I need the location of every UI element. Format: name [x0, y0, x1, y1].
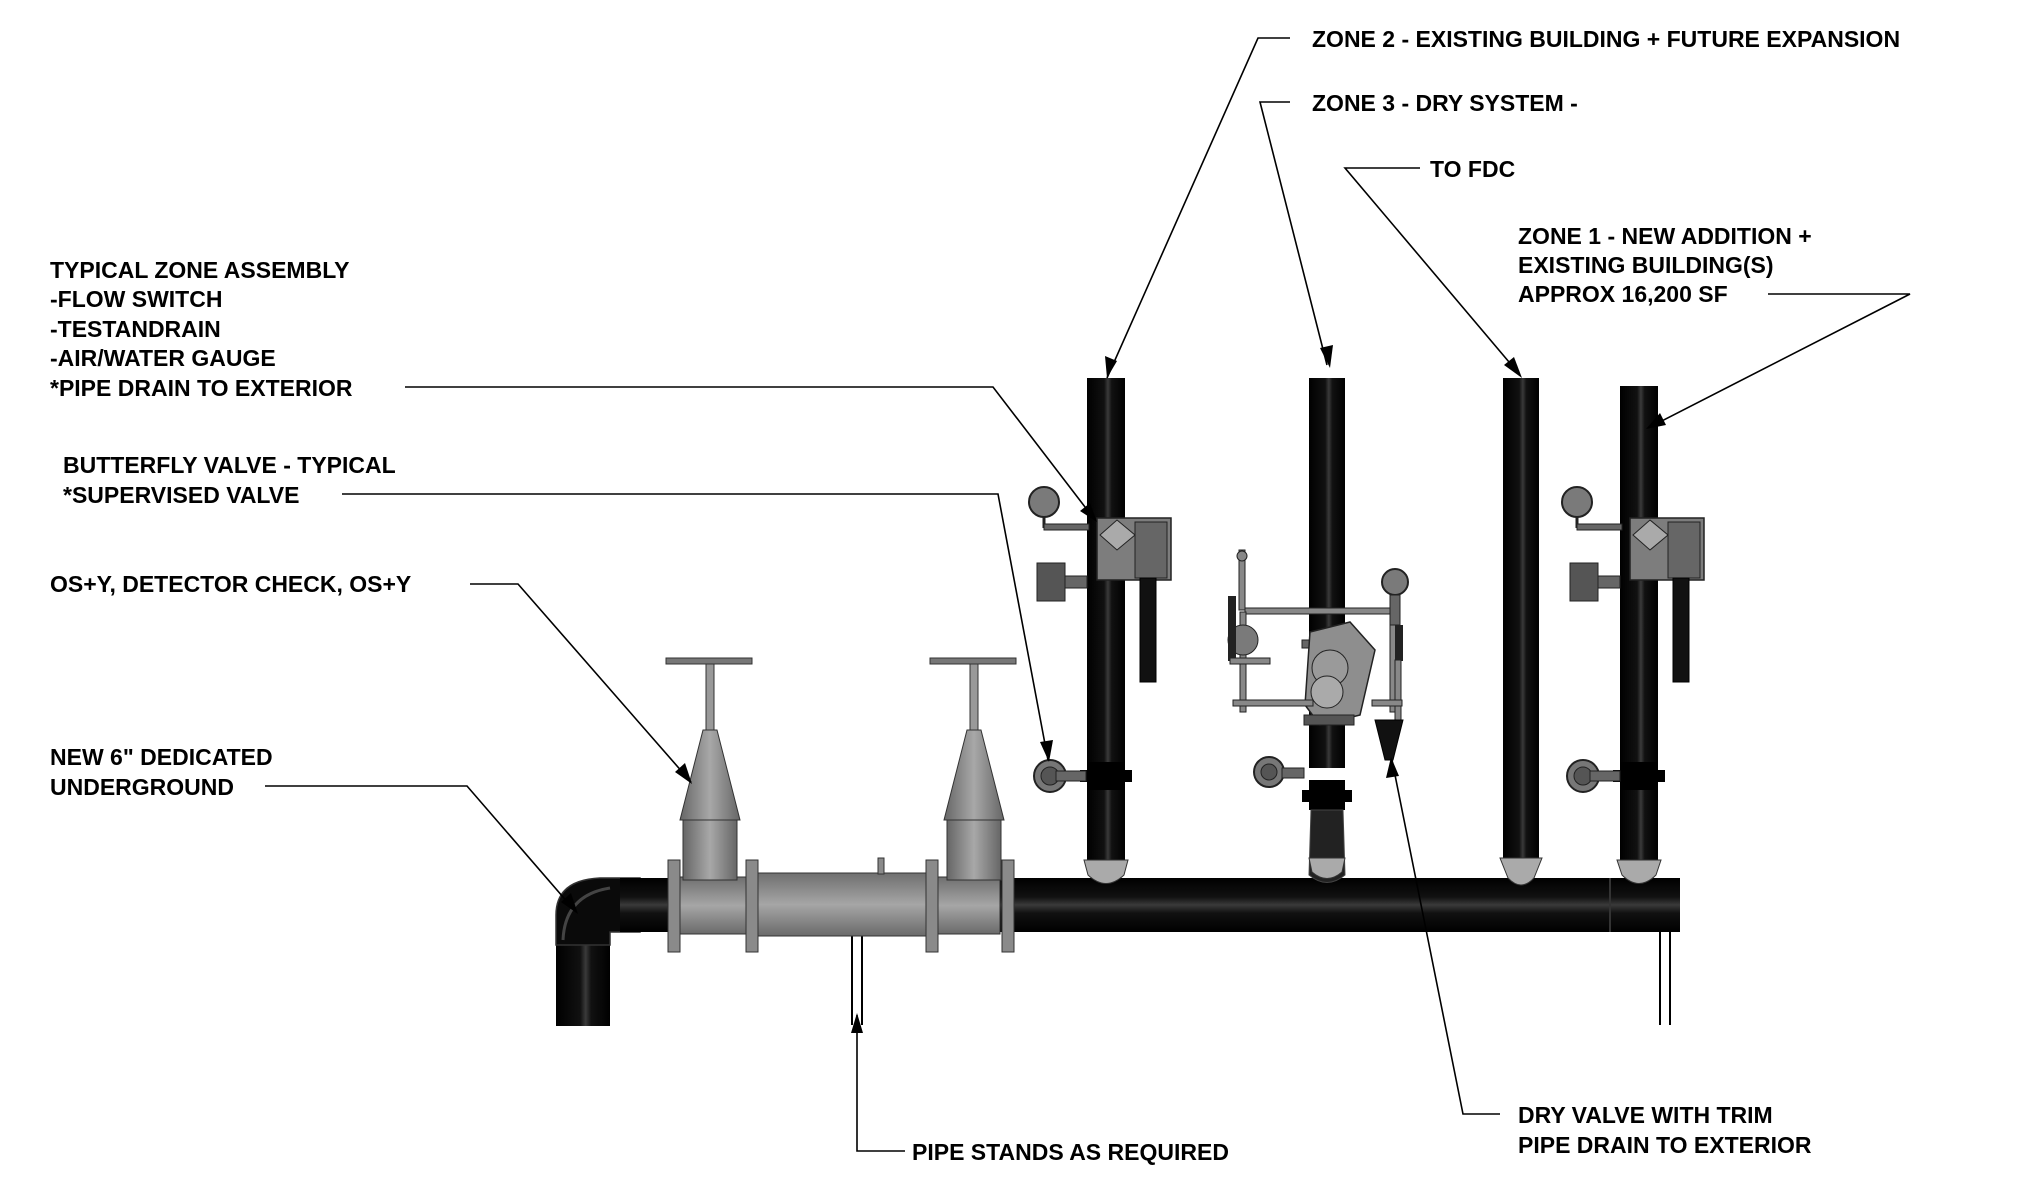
pipe-stands — [851, 932, 1671, 1025]
label-typical-zone-line5: *PIPE DRAIN TO EXTERIOR — [50, 375, 353, 401]
label-zone1-line1: ZONE 1 - NEW ADDITION + — [1518, 223, 1812, 249]
label-osy: OS+Y, DETECTOR CHECK, OS+Y — [50, 571, 411, 597]
fdc-riser — [1499, 378, 1543, 886]
label-typical-zone-line3: -TESTANDRAIN — [50, 316, 221, 342]
label-typical-zone-line4: -AIR/WATER GAUGE — [50, 345, 276, 371]
label-underground-line1: NEW 6" DEDICATED — [50, 744, 273, 770]
leader-typical-zone — [405, 386, 1097, 522]
label-butterfly-line1: BUTTERFLY VALVE - TYPICAL — [63, 452, 396, 478]
osy-valve-right — [929, 657, 1017, 881]
label-zone3: ZONE 3 - DRY SYSTEM - — [1312, 90, 1578, 116]
leader-osy — [470, 583, 692, 784]
leader-zone1 — [1646, 293, 1911, 429]
zone3-riser — [1227, 378, 1409, 883]
label-typical-zone-line2: -FLOW SWITCH — [50, 286, 222, 312]
label-to-fdc: TO FDC — [1430, 156, 1515, 182]
zone2-riser — [1028, 378, 1172, 884]
leader-to-fdc — [1343, 167, 1522, 378]
label-dry-valve-line1: DRY VALVE WITH TRIM — [1518, 1102, 1773, 1128]
zone1-riser — [1561, 386, 1705, 884]
label-zone2: ZONE 2 - EXISTING BUILDING + FUTURE EXPA… — [1312, 26, 1900, 52]
underground-elbow — [555, 877, 641, 1026]
leader-underground — [265, 785, 578, 914]
leader-butterfly — [342, 493, 1053, 762]
label-underground-line2: UNDERGROUND — [50, 774, 234, 800]
leader-zone3 — [1258, 101, 1333, 368]
detector-check-assembly — [667, 857, 1015, 953]
label-zone1-line3: APPROX 16,200 SF — [1518, 281, 1728, 307]
label-butterfly-line2: *SUPERVISED VALVE — [63, 482, 299, 508]
osy-valve-left — [665, 657, 753, 881]
label-pipe-stands: PIPE STANDS AS REQUIRED — [912, 1139, 1229, 1165]
leader-zone2 — [1105, 37, 1290, 379]
leader-pipe-stands — [851, 1013, 905, 1152]
label-dry-valve-line2: PIPE DRAIN TO EXTERIOR — [1518, 1132, 1812, 1158]
label-zone1-line2: EXISTING BUILDING(S) — [1518, 252, 1774, 278]
label-typical-zone-line1: TYPICAL ZONE ASSEMBLY — [50, 257, 349, 283]
leader-dry-valve — [1386, 757, 1500, 1115]
